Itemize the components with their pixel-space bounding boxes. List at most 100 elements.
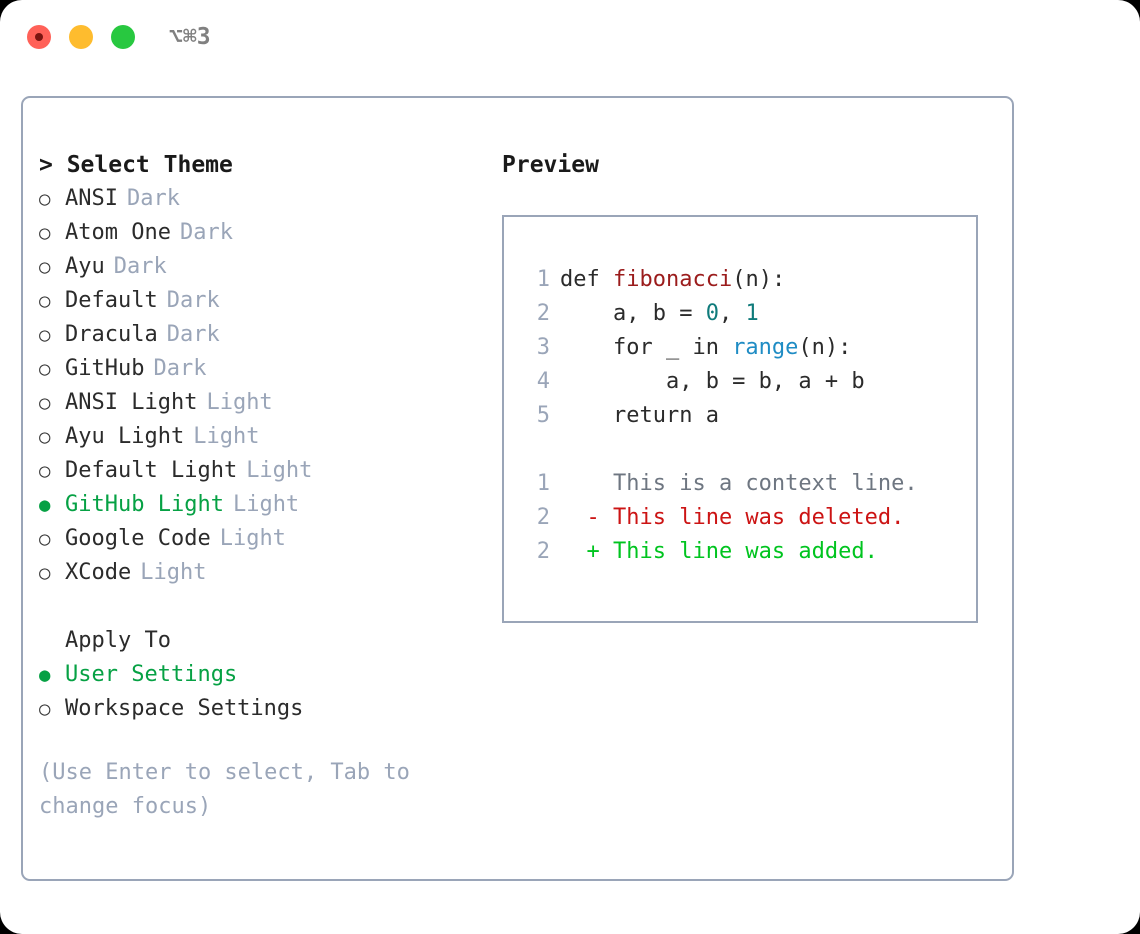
theme-item-label: GitHub Light (65, 492, 224, 517)
diff-sample: 1 This is a context line. 2 - This line w… (522, 467, 976, 569)
theme-item-label: Ayu (65, 254, 105, 279)
select-theme-header: > Select Theme (39, 152, 233, 178)
diff-line-number: 2 (536, 539, 550, 564)
apply-to-list-item[interactable]: ● User Settings (39, 658, 489, 692)
radio-unselected-icon: ○ (39, 358, 51, 380)
code-token: def (560, 267, 613, 292)
theme-list-item[interactable]: ○ Google Code Light (39, 522, 489, 556)
code-token: (n): (798, 335, 852, 360)
theme-list-item[interactable]: ○ XCode Light (39, 556, 489, 590)
diff-line: 1 This is a context line. (522, 467, 976, 501)
code-diff-gap (522, 433, 976, 467)
radio-unselected-icon: ○ (39, 290, 51, 312)
diff-line-number: 1 (536, 471, 550, 496)
code-line-number: 5 (536, 403, 550, 428)
code-token: a, b = (560, 301, 706, 326)
theme-item-variant-badge: Dark (179, 220, 233, 245)
theme-item-variant-badge: Light (193, 424, 260, 449)
apply-to-item-label: User Settings (65, 662, 238, 687)
theme-list-item[interactable]: ○ Default Dark (39, 284, 489, 318)
code-line-text: a, b = 0, 1 (560, 297, 759, 331)
radio-unselected-icon: ○ (39, 426, 51, 448)
radio-unselected-icon: ○ (39, 562, 51, 584)
code-line: 4 a, b = b, a + b (522, 365, 976, 399)
code-token: return a (560, 403, 719, 428)
theme-item-variant-badge: Light (206, 390, 273, 415)
radio-unselected-icon: ○ (39, 698, 51, 720)
theme-item-variant-badge: Light (232, 492, 300, 517)
theme-item-variant-badge: Dark (113, 254, 167, 279)
theme-item-label: Default Light (65, 458, 238, 483)
theme-item-variant-badge: Dark (166, 288, 220, 313)
code-line-text: def fibonacci(n): (560, 263, 785, 297)
theme-item-variant-badge: Light (140, 560, 207, 585)
theme-item-label: Ayu Light (65, 424, 185, 449)
code-line-text: for _ in range(n): (560, 331, 851, 365)
code-token: range (732, 335, 799, 360)
diff-line: 2 + This line was added. (522, 535, 976, 569)
radio-unselected-icon: ○ (39, 392, 51, 414)
theme-list-item[interactable]: ○ Ayu Light Light (39, 420, 489, 454)
radio-unselected-icon: ○ (39, 528, 51, 550)
radio-selected-icon: ● (39, 664, 51, 686)
close-button-icon[interactable] (27, 25, 51, 49)
radio-unselected-icon: ○ (39, 222, 51, 244)
apply-to-header-label: Apply To (65, 628, 171, 653)
theme-item-label: ANSI (65, 186, 118, 211)
maximize-button-icon[interactable] (111, 25, 135, 49)
code-line-number: 3 (536, 335, 550, 360)
minimize-button-icon[interactable] (69, 25, 93, 49)
diff-line-text: This is a context line. (560, 471, 918, 496)
list-spacer (39, 590, 489, 624)
apply-to-header-marker: ○ (39, 624, 65, 658)
apply-to-list: ● User Settings ○ Workspace Settings (39, 658, 489, 726)
code-token: for _ in (560, 335, 733, 360)
code-line-text: a, b = b, a + b (560, 365, 865, 399)
diff-line-number: 2 (536, 505, 550, 530)
diff-line-text: + This line was added. (560, 539, 878, 564)
radio-unselected-icon: ○ (39, 256, 51, 278)
code-line-number: 2 (536, 301, 550, 326)
theme-item-label: Google Code (65, 526, 211, 551)
theme-item-variant-badge: Light (219, 526, 286, 551)
theme-list-item[interactable]: ○ Ayu Dark (39, 250, 489, 284)
window-controls (27, 25, 135, 49)
theme-item-variant-badge: Dark (153, 356, 207, 381)
keyboard-shortcut-label: ⌥⌘3 (169, 24, 211, 50)
theme-item-label: GitHub (65, 356, 145, 381)
theme-item-label: Default (65, 288, 158, 313)
radio-unselected-icon: ○ (39, 460, 51, 482)
code-line: 2 a, b = 0, 1 (522, 297, 976, 331)
theme-list-item[interactable]: ○ GitHub Dark (39, 352, 489, 386)
code-line: 1 def fibonacci(n): (522, 263, 976, 297)
code-line-number: 1 (536, 267, 550, 292)
title-bar: ⌥⌘3 (0, 0, 1140, 78)
code-token: 1 (745, 301, 759, 326)
code-token: (n): (732, 267, 786, 292)
code-token: fibonacci (612, 267, 733, 292)
code-token: 0 (705, 301, 719, 326)
radio-unselected-icon: ○ (39, 188, 51, 210)
code-line: 5 return a (522, 399, 976, 433)
apply-to-list-item[interactable]: ○ Workspace Settings (39, 692, 489, 726)
preview-title: Preview (502, 152, 599, 178)
theme-item-label: XCode (65, 560, 132, 585)
code-line-text: return a (560, 399, 719, 433)
apply-to-item-label: Workspace Settings (65, 696, 304, 721)
code-token: , (718, 301, 746, 326)
code-token: a, b = b, a + b (560, 369, 865, 394)
diff-line-text: - This line was deleted. (560, 505, 905, 530)
